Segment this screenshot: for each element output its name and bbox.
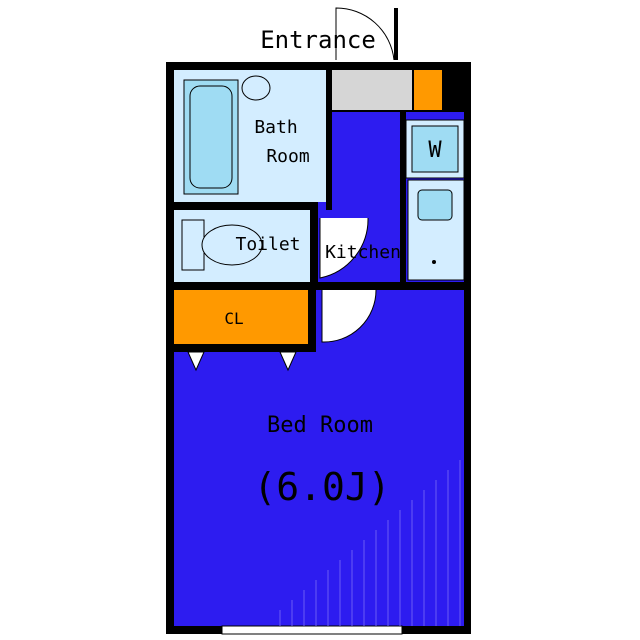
bath-label-line1: Bath [254,117,297,138]
kitchen-door-swing [319,217,369,279]
closet-door-marker [279,351,297,372]
inner-wall [400,110,406,284]
inner-wall [326,70,332,210]
washer-icon [411,125,459,173]
kitchen-sink-icon [417,189,453,221]
balcony-window [221,625,403,635]
closet-label: CL [224,309,243,328]
toilet-bowl-icon [201,224,263,266]
inner-wall [310,210,318,290]
toilet-tank [181,219,205,271]
floor-hatching [279,460,461,626]
washer-label: W [428,138,442,163]
bedroom-label: Bed Room [267,413,373,438]
entrance-label: Entrance [260,26,376,54]
closet-area [174,290,308,344]
shoe-cabinet [414,70,442,110]
sink-icon [241,75,271,101]
bath-label-line2: Room [266,146,309,167]
inner-wall [166,202,318,210]
kitchen-label: Kitchen [325,242,401,263]
closet-wall [308,284,316,352]
bedroom-door-swing [321,289,377,343]
bathtub-inner [189,85,233,189]
entrance-door [394,8,398,60]
entrance-floor [332,70,412,110]
entrance-door-swing [335,7,395,61]
bedroom-size-label: (6.0J) [253,465,390,509]
toilet-label: Toilet [235,234,300,255]
closet-door-marker [187,351,205,372]
stove-knob-icon [432,260,436,264]
closet-bottom-wall [174,344,316,352]
